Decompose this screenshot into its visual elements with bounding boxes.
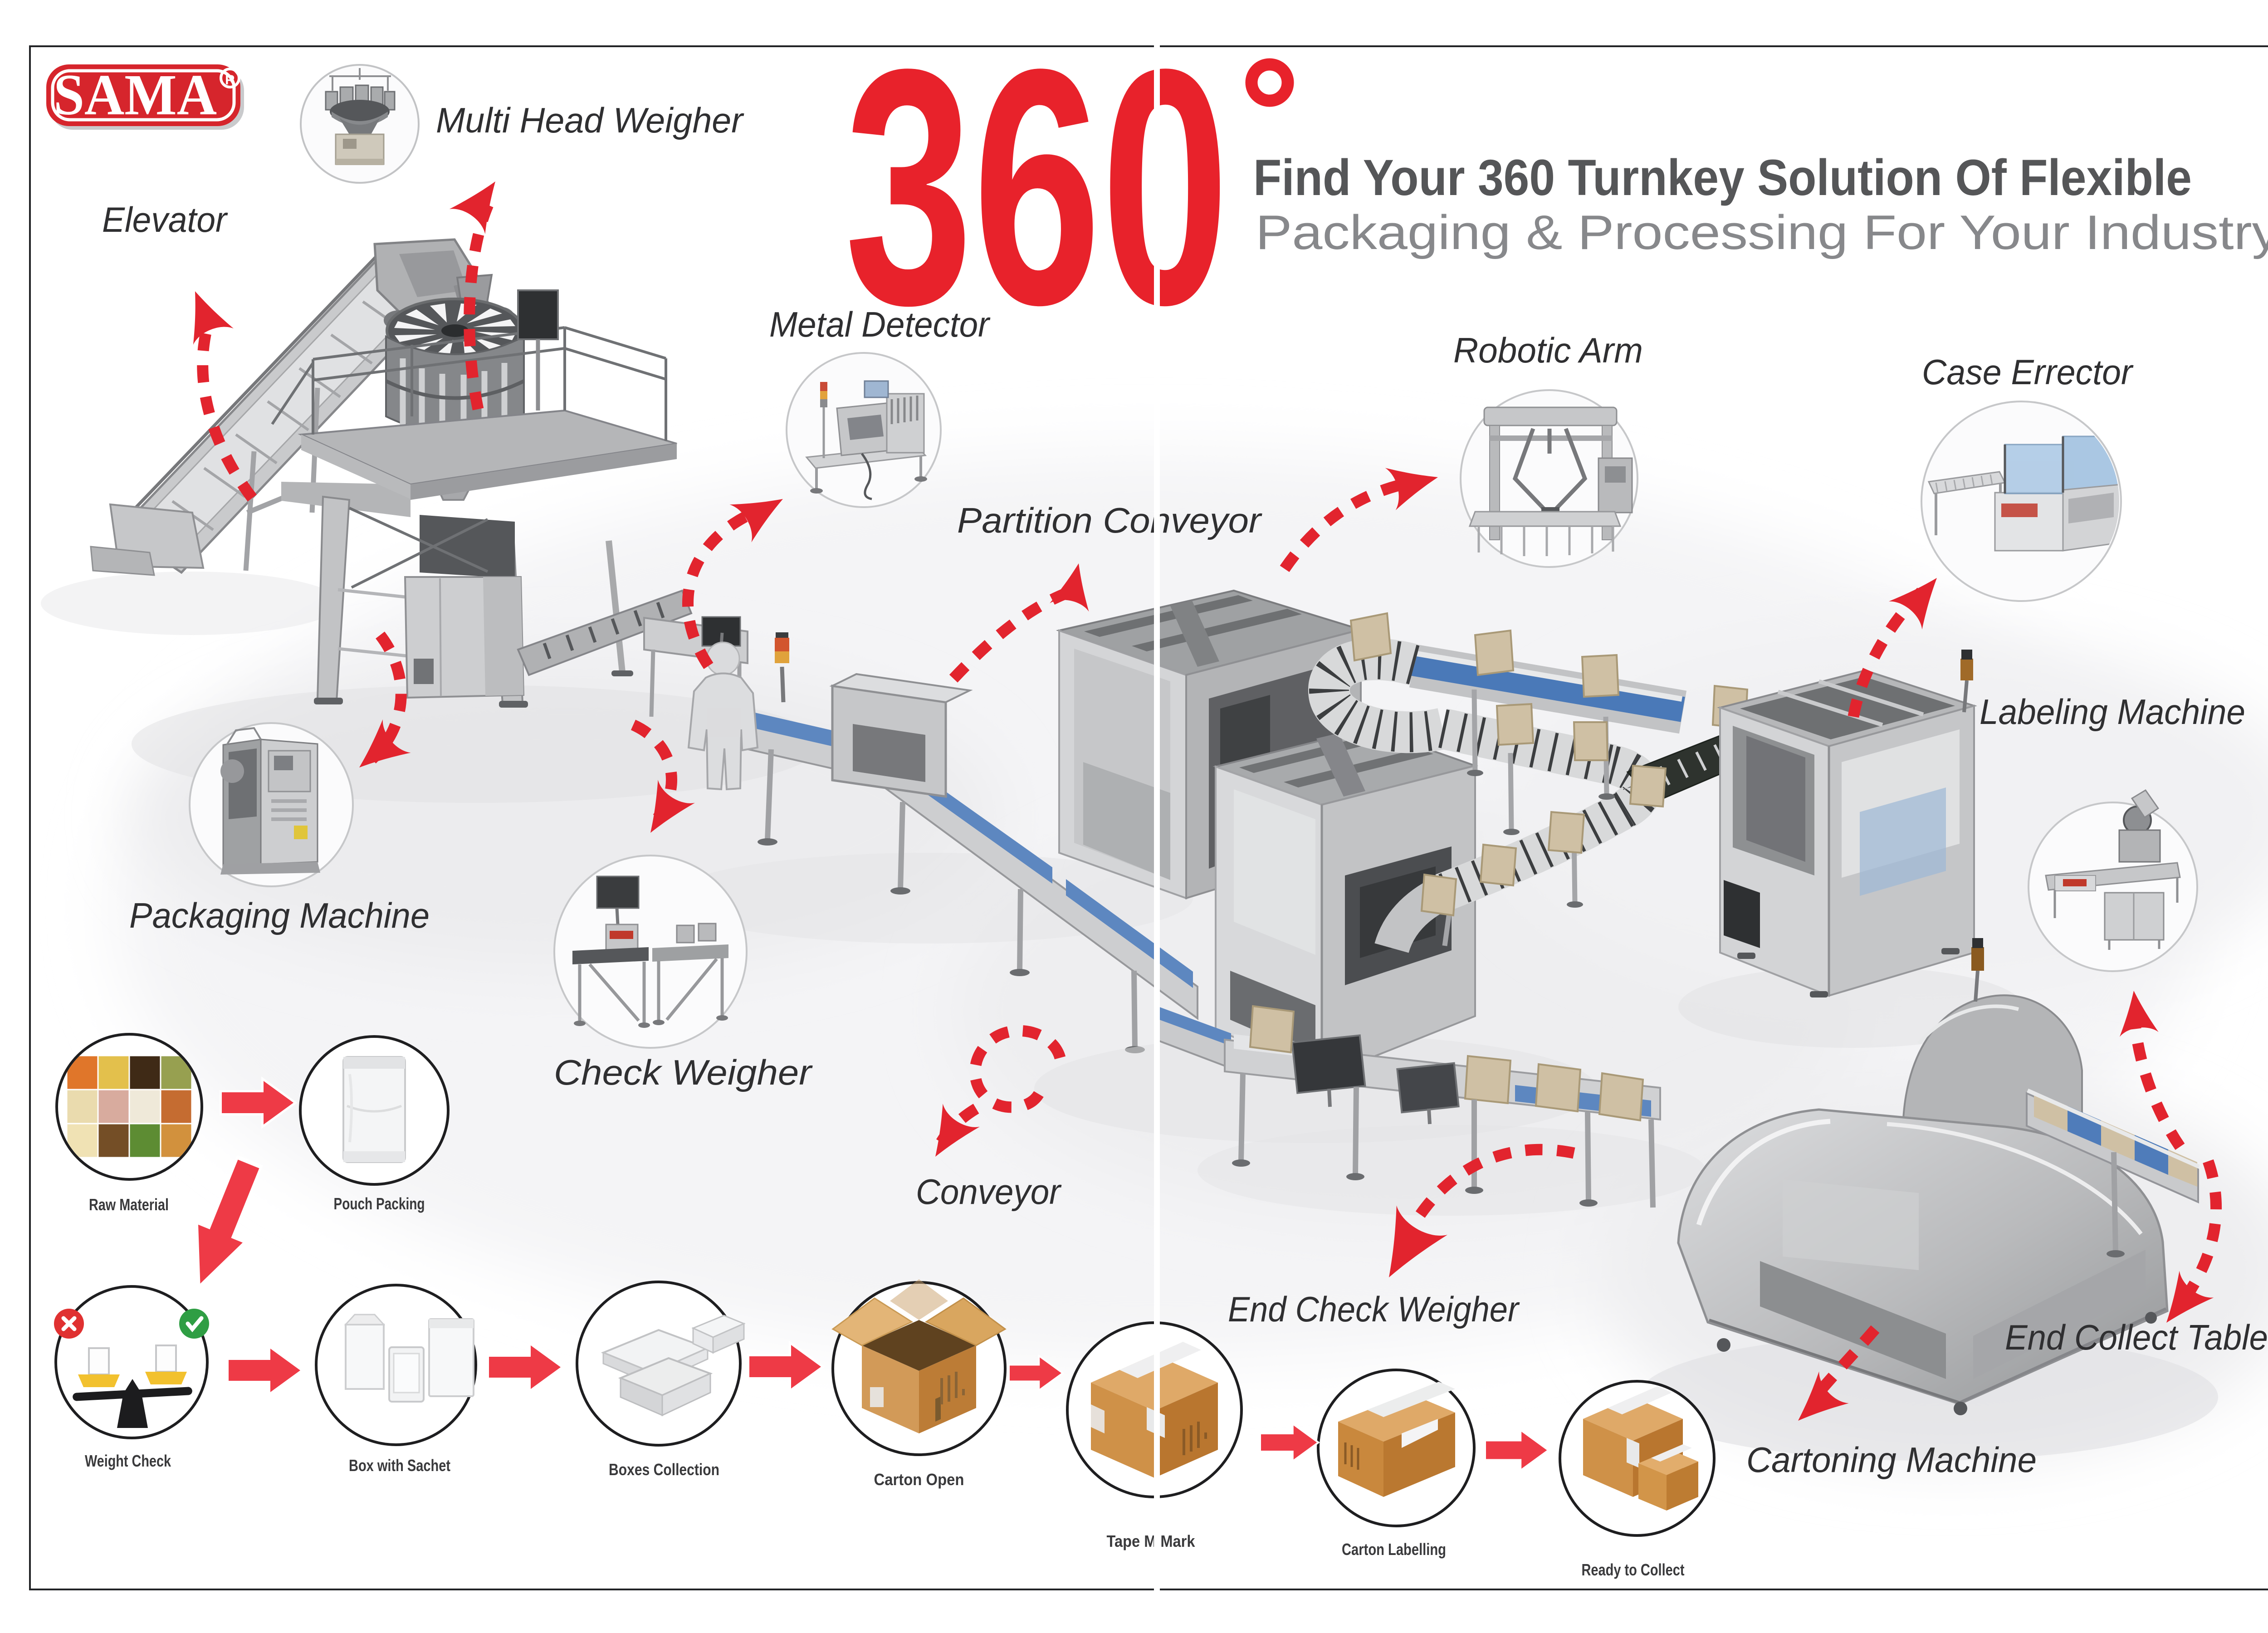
svg-text:Labeling Machine: Labeling Machine [1980, 692, 2245, 732]
svg-text:Partition Conveyor: Partition Conveyor [957, 500, 1262, 540]
svg-text:Find Your 360 Turnkey Solution: Find Your 360 Turnkey Solution Of Flexib… [1253, 149, 2192, 206]
svg-text:Conveyor: Conveyor [916, 1172, 1062, 1212]
svg-text:Tape M Mark: Tape M Mark [1107, 1532, 1196, 1550]
svg-text:SAMA: SAMA [54, 63, 217, 127]
svg-text:End Check Weigher: End Check Weigher [1228, 1289, 1520, 1329]
svg-text:Packaging Machine: Packaging Machine [129, 895, 430, 935]
svg-text:Packaging & Processing For You: Packaging & Processing For Your Industry [1256, 205, 2268, 259]
svg-text:360: 360 [845, 0, 1229, 374]
svg-text:Carton Open: Carton Open [874, 1470, 964, 1489]
svg-text:Check Weigher: Check Weigher [554, 1052, 813, 1092]
svg-text:R: R [225, 73, 235, 88]
svg-text:Cartoning Machine: Cartoning Machine [1746, 1440, 2037, 1480]
svg-text:Carton Labelling: Carton Labelling [1342, 1540, 1446, 1559]
svg-text:Boxes Collection: Boxes Collection [609, 1460, 719, 1479]
svg-text:Metal Detector: Metal Detector [769, 304, 991, 344]
svg-text:Ready to Collect: Ready to Collect [1582, 1560, 1685, 1579]
svg-text:Pouch Packing: Pouch Packing [334, 1194, 425, 1213]
svg-text:Multi Head Weigher: Multi Head Weigher [436, 100, 744, 140]
svg-text:Raw Material: Raw Material [89, 1195, 169, 1214]
svg-text:Weight Check: Weight Check [85, 1452, 171, 1470]
svg-text:Robotic Arm: Robotic Arm [1453, 330, 1643, 370]
svg-text:End Collect Table: End Collect Table [2005, 1317, 2268, 1357]
svg-text:Elevator: Elevator [102, 200, 228, 240]
svg-text:Case Errector: Case Errector [1922, 352, 2134, 392]
svg-text:Box with Sachet: Box with Sachet [349, 1456, 450, 1475]
